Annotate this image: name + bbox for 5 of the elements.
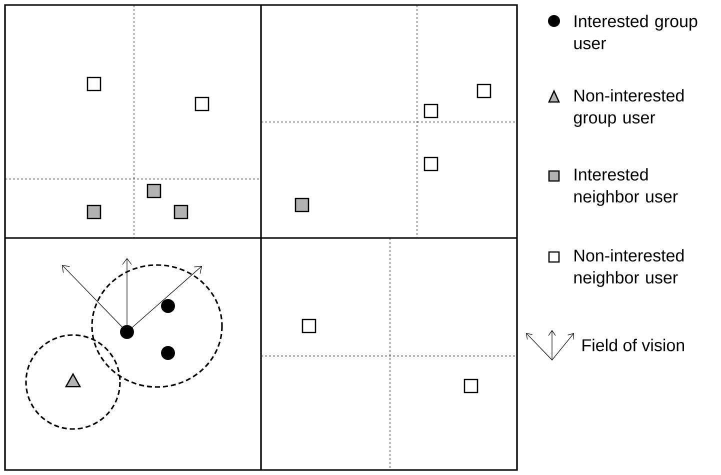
legend-text: Field of vision (582, 338, 684, 352)
legend-text: Interested group user (574, 14, 698, 50)
legend-text: Non-interested neighbor user (574, 249, 684, 287)
legend-text: Interested neighbor user (574, 168, 678, 206)
legend-text: Non-interested group user (574, 89, 684, 127)
